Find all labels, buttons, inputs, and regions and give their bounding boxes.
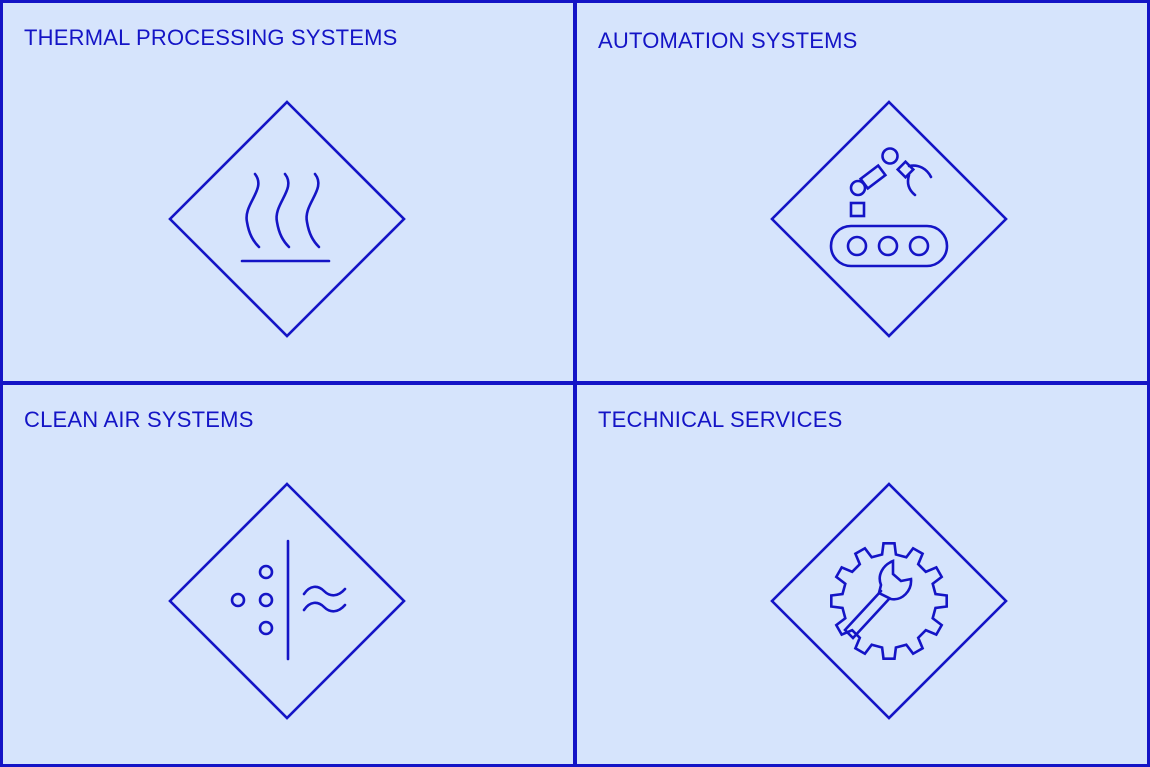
diamond-frame (168, 100, 406, 338)
wrench-handle (843, 589, 891, 640)
particle-1 (258, 564, 274, 580)
diamond-frame (770, 482, 1008, 720)
particle-2 (230, 592, 246, 608)
tile-technical-services[interactable]: TECHNICAL SERVICES (574, 382, 1150, 767)
tile-thermal-processing-systems[interactable]: THERMAL PROCESSING SYSTEMS (0, 0, 576, 384)
heat-waves-icon (167, 99, 407, 339)
particle-3 (258, 592, 274, 608)
tile-clean-air-systems[interactable]: CLEAN AIR SYSTEMS (0, 382, 576, 767)
wrench-head (877, 559, 913, 601)
tile-automation-systems[interactable]: AUTOMATION SYSTEMS (574, 0, 1150, 384)
robot-wrist (895, 159, 916, 180)
conveyor-roller-3 (908, 235, 930, 257)
tile-title: AUTOMATION SYSTEMS (598, 28, 858, 53)
heat-wave-1 (245, 172, 261, 249)
clean-air-wave-2 (302, 601, 347, 613)
robot-base (849, 201, 866, 218)
air-filter-icon (167, 481, 407, 721)
robot-gripper-upper (907, 164, 933, 179)
tile-title: TECHNICAL SERVICES (598, 407, 843, 432)
diamond-frame (770, 100, 1008, 338)
diamond-frame (168, 482, 406, 720)
gear-wrench-icon (769, 481, 1009, 721)
robot-arm-conveyor-icon (769, 99, 1009, 339)
tile-title: THERMAL PROCESSING SYSTEMS (24, 25, 398, 50)
conveyor-belt (829, 224, 949, 268)
robot-joint-1 (849, 179, 867, 197)
gear-outline (830, 542, 948, 660)
robot-gripper-lower (906, 173, 917, 197)
clean-air-wave-1 (302, 585, 347, 597)
heat-wave-2 (275, 172, 291, 249)
robot-joint-2 (881, 147, 899, 165)
tile-title: CLEAN AIR SYSTEMS (24, 407, 254, 432)
heat-wave-3 (305, 172, 321, 249)
conveyor-roller-2 (877, 235, 899, 257)
particle-4 (258, 620, 274, 636)
robot-arm-segment (858, 163, 888, 191)
conveyor-roller-1 (846, 235, 868, 257)
